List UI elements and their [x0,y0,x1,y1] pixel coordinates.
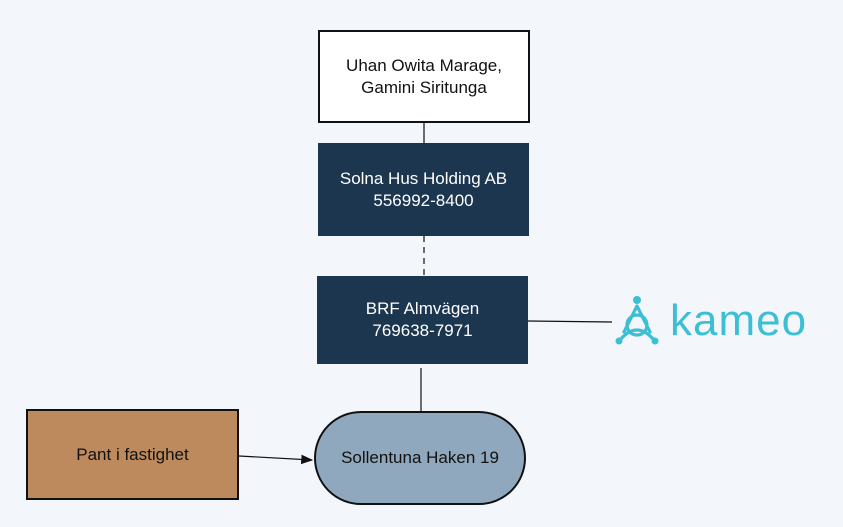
kameo-wordmark: kameo [670,296,808,345]
owners-node: Uhan Owita Marage, Gamini Siritunga [318,30,530,123]
holding-company-node: Solna Hus Holding AB 556992-8400 [318,143,529,236]
property-node: Sollentuna Haken 19 [314,411,526,505]
kameo-logo: kameo [612,294,812,348]
owners-line-1: Uhan Owita Marage, [346,55,502,75]
pant-node: Pant i fastighet [26,409,239,500]
holding-org-number: 556992-8400 [373,190,474,210]
holding-name: Solna Hus Holding AB [339,168,508,188]
owners-line-2: Gamini Siritunga [361,77,487,97]
property-label: Sollentuna Haken 19 [341,448,499,467]
brf-node: BRF Almvägen 769638-7971 [317,276,528,364]
brf-name: BRF Almvägen [365,299,480,318]
pant-to-property-arrow [238,454,314,465]
pant-label: Pant i fastighet [76,444,189,464]
brf-to-kameo-connector [527,320,613,323]
brf-org-number: 769638-7971 [372,321,473,340]
kameo-logo-icon [615,296,659,345]
